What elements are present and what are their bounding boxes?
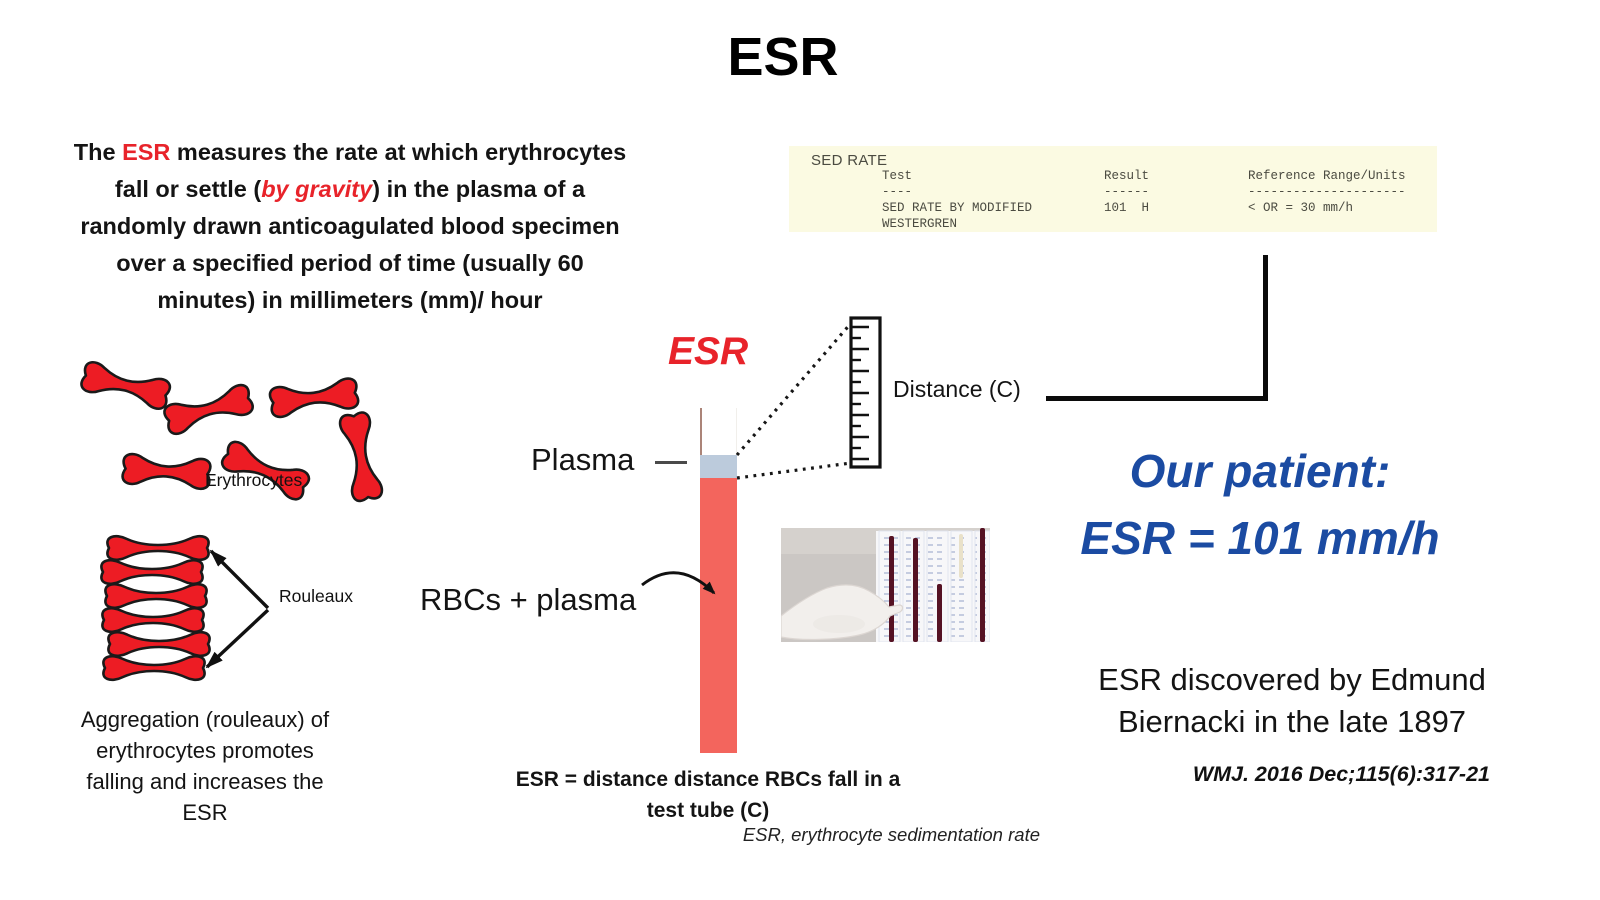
patient-line-2: ESR = 101 mm/h — [1080, 512, 1440, 564]
gloved-hand — [781, 584, 904, 641]
intro-line-1: The ESR measures the rate at which eryth… — [40, 134, 660, 171]
plasma-label: Plasma — [531, 442, 635, 477]
rouleaux-arrows — [205, 549, 270, 669]
intro-line-5: minutes) in millimeters (mm)/ hour — [157, 287, 543, 313]
rouleaux-cell — [107, 631, 211, 657]
erythrocytes-label: Erythrocytes — [205, 470, 303, 490]
intro-text: ) in the plasma of a — [372, 176, 586, 202]
lab-col-test-underline: ---- — [882, 185, 913, 199]
caption-line: Aggregation (rouleaux) of — [80, 707, 330, 732]
page-title: ESR — [727, 27, 839, 87]
red-blood-cell — [121, 452, 212, 490]
lab-result-value: 101 H — [1104, 201, 1150, 215]
intro-line-4: over a specified period of time (usually… — [116, 250, 584, 276]
curved-arrow-icon — [641, 571, 716, 595]
aggregation-caption: Aggregation (rouleaux) of erythrocytes p… — [55, 704, 355, 828]
lab-col-test-header: Test — [882, 169, 913, 183]
red-blood-cell — [220, 440, 311, 501]
rouleaux-arrow-down — [205, 608, 270, 669]
rouleaux-cell — [106, 535, 210, 561]
by-gravity-highlight: by gravity — [261, 176, 373, 202]
history-note: ESR discovered by Edmund Biernacki in th… — [1052, 659, 1532, 743]
rbc-plasma-label: RBCs + plasma — [420, 582, 637, 617]
intro-text: measures the rate at which erythrocytes — [170, 139, 627, 165]
intro-text: The — [73, 139, 123, 165]
caption-line: falling and increases the — [86, 769, 324, 794]
caption-line: ESR — [182, 800, 228, 825]
formula-caption: ESR = distance distance RBCs fall in a t… — [498, 764, 918, 826]
dotted-line-bottom — [736, 461, 852, 480]
caption-line: erythrocytes promotes — [96, 738, 314, 763]
red-blood-cell — [163, 383, 254, 436]
history-line-2: Biernacki in the late 1897 — [1117, 704, 1467, 739]
connector-line-vertical — [1263, 255, 1268, 401]
lab-col-reference-header: Reference Range/Units — [1248, 169, 1406, 183]
lab-col-result-underline: ------ — [1104, 185, 1150, 199]
red-blood-cell — [338, 411, 384, 503]
rouleaux-cell — [101, 607, 205, 633]
dotted-line-top — [735, 320, 854, 457]
lab-reference-value: < OR = 30 mm/h — [1248, 201, 1354, 215]
erythrocytes-illustration — [80, 360, 384, 503]
patient-line-1: Our patient: — [1129, 445, 1391, 497]
rouleaux-cell — [104, 583, 208, 609]
connector-line-horizontal — [1046, 396, 1268, 401]
rouleaux-illustration — [100, 535, 270, 681]
intro-line-3: randomly drawn anticoagulated blood spec… — [80, 213, 620, 239]
patient-callout: Our patient: ESR = 101 mm/h — [1060, 438, 1460, 572]
lab-test-name-line1: SED RATE BY MODIFIED — [882, 201, 1033, 215]
citation: WMJ. 2016 Dec;115(6):317-21 — [1192, 762, 1490, 786]
lab-test-name-line2: WESTERGREN — [882, 217, 958, 231]
callout-dotted-lines — [735, 320, 854, 480]
intro-text: fall or settle ( — [114, 176, 262, 202]
lab-report-panel: SED RATE Test ---- SED RATE BY MODIFIED … — [789, 146, 1437, 232]
formula-line-1: ESR = distance distance RBCs fall in a — [515, 768, 901, 791]
tube-empty-section — [700, 408, 737, 455]
tube-blood-layer — [700, 478, 737, 753]
red-blood-cell — [80, 360, 172, 411]
lab-col-reference-underline: --------------------- — [1248, 185, 1406, 199]
plasma-leader-line — [655, 461, 687, 464]
intro-paragraph: The ESR measures the rate at which eryth… — [40, 134, 660, 319]
history-line-1: ESR discovered by Edmund — [1098, 662, 1486, 697]
lab-section-title: SED RATE — [811, 152, 888, 169]
distance-label: Distance (C) — [893, 376, 1021, 402]
rouleaux-cell — [102, 655, 206, 681]
esr-tube-label: ESR — [668, 330, 749, 373]
rouleaux-cell — [100, 559, 204, 585]
ruler-icon — [849, 316, 882, 469]
abbreviation-footnote: ESR, erythrocyte sedimentation rate — [742, 824, 1040, 845]
red-blood-cell — [268, 377, 360, 419]
esr-tubes-photo — [781, 528, 990, 642]
formula-line-2: test tube (C) — [646, 799, 770, 822]
rouleaux-arrow-up — [209, 549, 270, 610]
rouleaux-label: Rouleaux — [279, 586, 353, 606]
tube-plasma-layer — [700, 455, 737, 478]
intro-line-2: fall or settle (by gravity) in the plasm… — [40, 171, 660, 208]
esr-highlight: ESR — [122, 139, 171, 165]
lab-col-result-header: Result — [1104, 169, 1150, 183]
